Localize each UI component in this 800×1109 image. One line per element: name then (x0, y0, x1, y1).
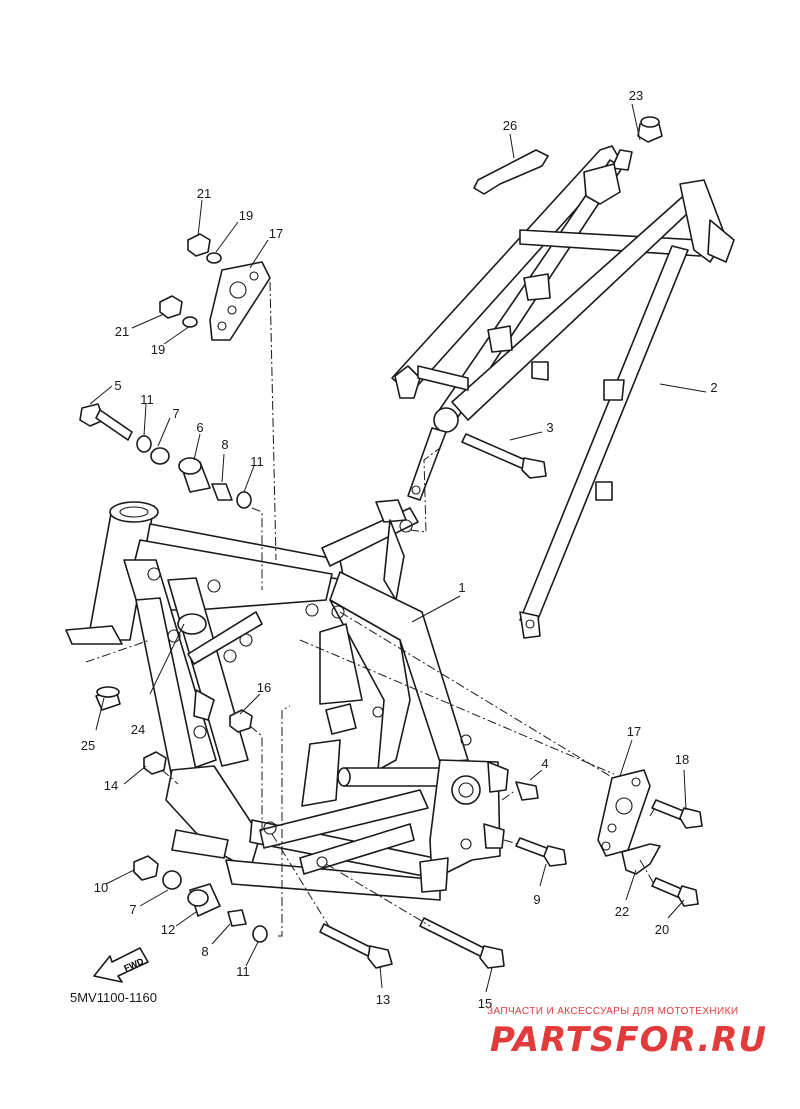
bolt-3 (461, 433, 547, 479)
washer-11-a (136, 435, 152, 453)
nut-21-mid (159, 295, 183, 319)
callout-23: 23 (629, 88, 643, 103)
watermark-logo: PARTSFOR.RU (490, 1020, 768, 1060)
callout-24: 24 (131, 722, 145, 737)
rear-subframe (391, 145, 735, 639)
engine-bracket-17-top (209, 261, 271, 341)
bolt-13 (319, 923, 393, 969)
callout-17-a: 17 (269, 226, 283, 241)
nut-7-b (162, 870, 182, 890)
callout-20: 20 (655, 922, 669, 937)
callout-1: 1 (458, 580, 465, 595)
callout-21-b: 21 (115, 324, 129, 339)
callout-17-b: 17 (627, 724, 641, 739)
callout-7-a: 7 (172, 406, 179, 421)
callout-9: 9 (533, 892, 540, 907)
cap-25 (95, 686, 121, 711)
callout-16: 16 (257, 680, 271, 695)
callout-25: 25 (81, 738, 95, 753)
washer-19-mid (182, 316, 198, 328)
callout-12: 12 (161, 922, 175, 937)
callout-11-c: 11 (236, 964, 250, 979)
callout-21-a: 21 (197, 186, 211, 201)
callout-11-a: 11 (140, 392, 154, 407)
callout-19-b: 19 (151, 342, 165, 357)
callout-3: 3 (546, 420, 553, 435)
washer-11-c (252, 925, 268, 943)
callout-14: 14 (104, 778, 118, 793)
callout-11-b: 11 (250, 454, 264, 469)
fwd-arrow: FWD (93, 947, 149, 983)
washer-19-top (206, 252, 222, 264)
watermark-tagline: ЗАПЧАСТИ И АКСЕССУАРЫ ДЛЯ МОТОТЕХНИКИ (487, 1006, 739, 1017)
callout-numbers: 1 2 3 4 5 6 7 7 8 8 9 10 11 11 11 12 13 … (81, 88, 718, 1011)
bolt-4 (515, 781, 539, 801)
leader-lines (85, 103, 707, 993)
callout-13: 13 (376, 992, 390, 1007)
bolt-20 (651, 877, 699, 907)
callout-6: 6 (196, 420, 203, 435)
callout-5: 5 (114, 378, 121, 393)
callout-4: 4 (541, 756, 548, 771)
plug-24 (177, 613, 207, 635)
bolt-9 (515, 837, 567, 867)
callout-22: 22 (615, 904, 629, 919)
bolt-15 (419, 917, 505, 969)
bracket-22 (621, 843, 661, 875)
cap-23 (637, 116, 663, 143)
callout-2: 2 (710, 380, 717, 395)
callout-10: 10 (94, 880, 108, 895)
bolt-18 (651, 799, 703, 829)
callout-8-a: 8 (221, 437, 228, 452)
callout-15: 15 (478, 996, 492, 1011)
callout-19-a: 19 (239, 208, 253, 223)
washer-11-b (236, 491, 252, 509)
callout-7-b: 7 (129, 902, 136, 917)
collar-8-a (211, 483, 233, 501)
nut-16 (229, 709, 253, 733)
nut-7-a (150, 447, 170, 465)
collar-12 (187, 883, 221, 917)
bolt-5 (79, 403, 133, 441)
nut-21-top (187, 233, 211, 257)
engine-bracket-17-right (597, 769, 651, 857)
clamp-26 (473, 149, 549, 195)
callout-8-b: 8 (201, 944, 208, 959)
callout-18: 18 (675, 752, 689, 767)
callout-26: 26 (503, 118, 517, 133)
collar-6 (178, 457, 211, 493)
collar-8-b (227, 909, 247, 927)
nut-10 (133, 855, 159, 881)
diagram-code: 5MV1100-1160 (70, 990, 157, 1005)
